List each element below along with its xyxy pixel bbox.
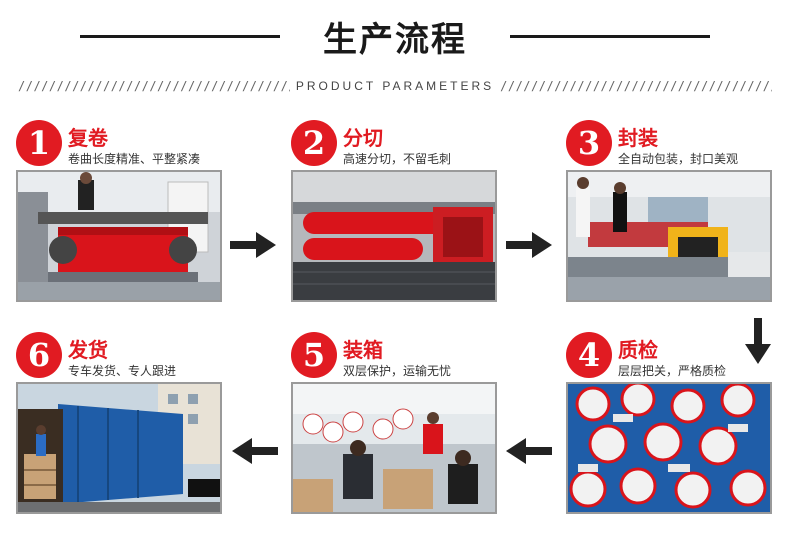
- step-description: 层层把关，严格质检: [618, 364, 727, 378]
- step-description: 双层保护，运输无忧: [343, 364, 452, 378]
- step-number-badge: 1: [16, 120, 62, 166]
- subtitle-row: ////////////////////////////////////////…: [18, 78, 772, 94]
- step-photo-slit: [291, 170, 497, 302]
- step-description: 高速分切，不留毛刺: [343, 152, 452, 166]
- step-number-badge: 5: [291, 332, 337, 378]
- boxing-workshop-image: [293, 384, 495, 512]
- step-name: 装箱: [343, 338, 383, 362]
- step-description: 全自动包装，封口美观: [618, 152, 739, 166]
- step-number-badge: 2: [291, 120, 337, 166]
- arrow-down-icon: [745, 318, 771, 364]
- step-photo-inspect: [566, 382, 772, 514]
- step-number-badge: 6: [16, 332, 62, 378]
- step-photo-package: [566, 170, 772, 302]
- step-inspect: 4 质检 层层把关，严格质检: [566, 332, 776, 542]
- slash-divider-left: ////////////////////////////////////////…: [18, 79, 290, 93]
- page-title: 生产流程: [323, 20, 467, 60]
- step-photo-ship: [16, 382, 222, 514]
- step-name: 质检: [618, 338, 658, 362]
- step-photo-rewind: [16, 170, 222, 302]
- step-description: 专车发货、专人跟进: [68, 364, 177, 378]
- shipping-truck-image: [18, 384, 220, 512]
- step-number-badge: 3: [566, 120, 612, 166]
- step-name: 发货: [68, 338, 108, 362]
- arrow-right-icon: [506, 232, 552, 258]
- slash-divider-right: ////////////////////////////////////////…: [500, 79, 772, 93]
- slitting-machine-image: [293, 172, 495, 300]
- step-rewind: 1 复卷 卷曲长度精准、平整紧凑: [16, 120, 226, 330]
- title-line-right: [510, 35, 710, 38]
- step-name: 封装: [618, 126, 658, 150]
- inspection-image: [568, 384, 770, 512]
- title-line-left: [80, 35, 280, 38]
- arrow-left-icon: [232, 438, 278, 464]
- subtitle: PRODUCT PARAMETERS: [295, 79, 495, 93]
- step-slit: 2 分切 高速分切，不留毛刺: [291, 120, 501, 330]
- rewinding-machine-image: [18, 172, 220, 300]
- step-box: 5 装箱 双层保护，运输无忧: [291, 332, 501, 542]
- packaging-line-image: [568, 172, 770, 300]
- arrow-left-icon: [506, 438, 552, 464]
- step-number-badge: 4: [566, 332, 612, 378]
- step-description: 卷曲长度精准、平整紧凑: [68, 152, 201, 166]
- step-name: 分切: [343, 126, 383, 150]
- step-name: 复卷: [68, 126, 108, 150]
- step-package: 3 封装 全自动包装，封口美观: [566, 120, 776, 330]
- step-photo-box: [291, 382, 497, 514]
- arrow-right-icon: [230, 232, 276, 258]
- step-ship: 6 发货 专车发货、专人跟进: [16, 332, 226, 542]
